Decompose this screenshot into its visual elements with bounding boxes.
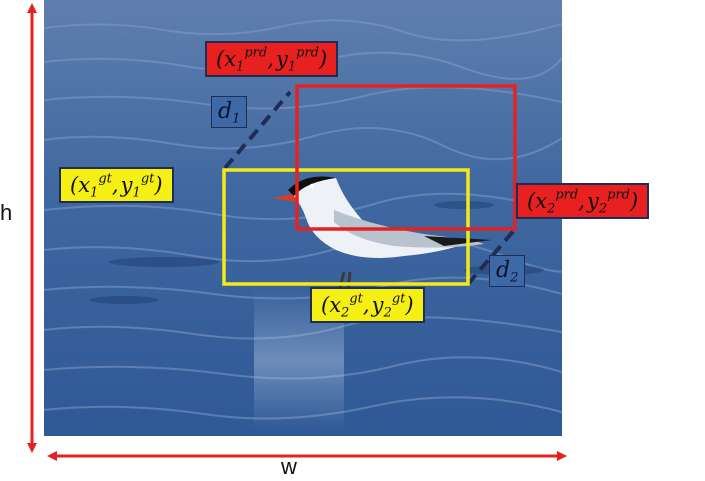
bird (272, 176, 492, 293)
d2-tag: d2 (489, 255, 526, 287)
pred-bottom-right-label: (x2prd, y2prd) (516, 183, 650, 219)
gt-top-left-label: (x1gt, y1gt) (59, 167, 174, 203)
width-label: w (281, 454, 297, 479)
height-label: h (0, 200, 13, 225)
d1-distance-line (223, 90, 292, 170)
d1-tag: d1 (211, 96, 248, 128)
predicted-box (295, 84, 517, 231)
gt-bottom-right-label: (x2gt, y2gt) (310, 287, 425, 323)
ground-truth-box (222, 168, 470, 286)
d2-distance-line (466, 226, 518, 286)
pred-top-left-label: (x1prd, y1prd) (205, 41, 339, 77)
